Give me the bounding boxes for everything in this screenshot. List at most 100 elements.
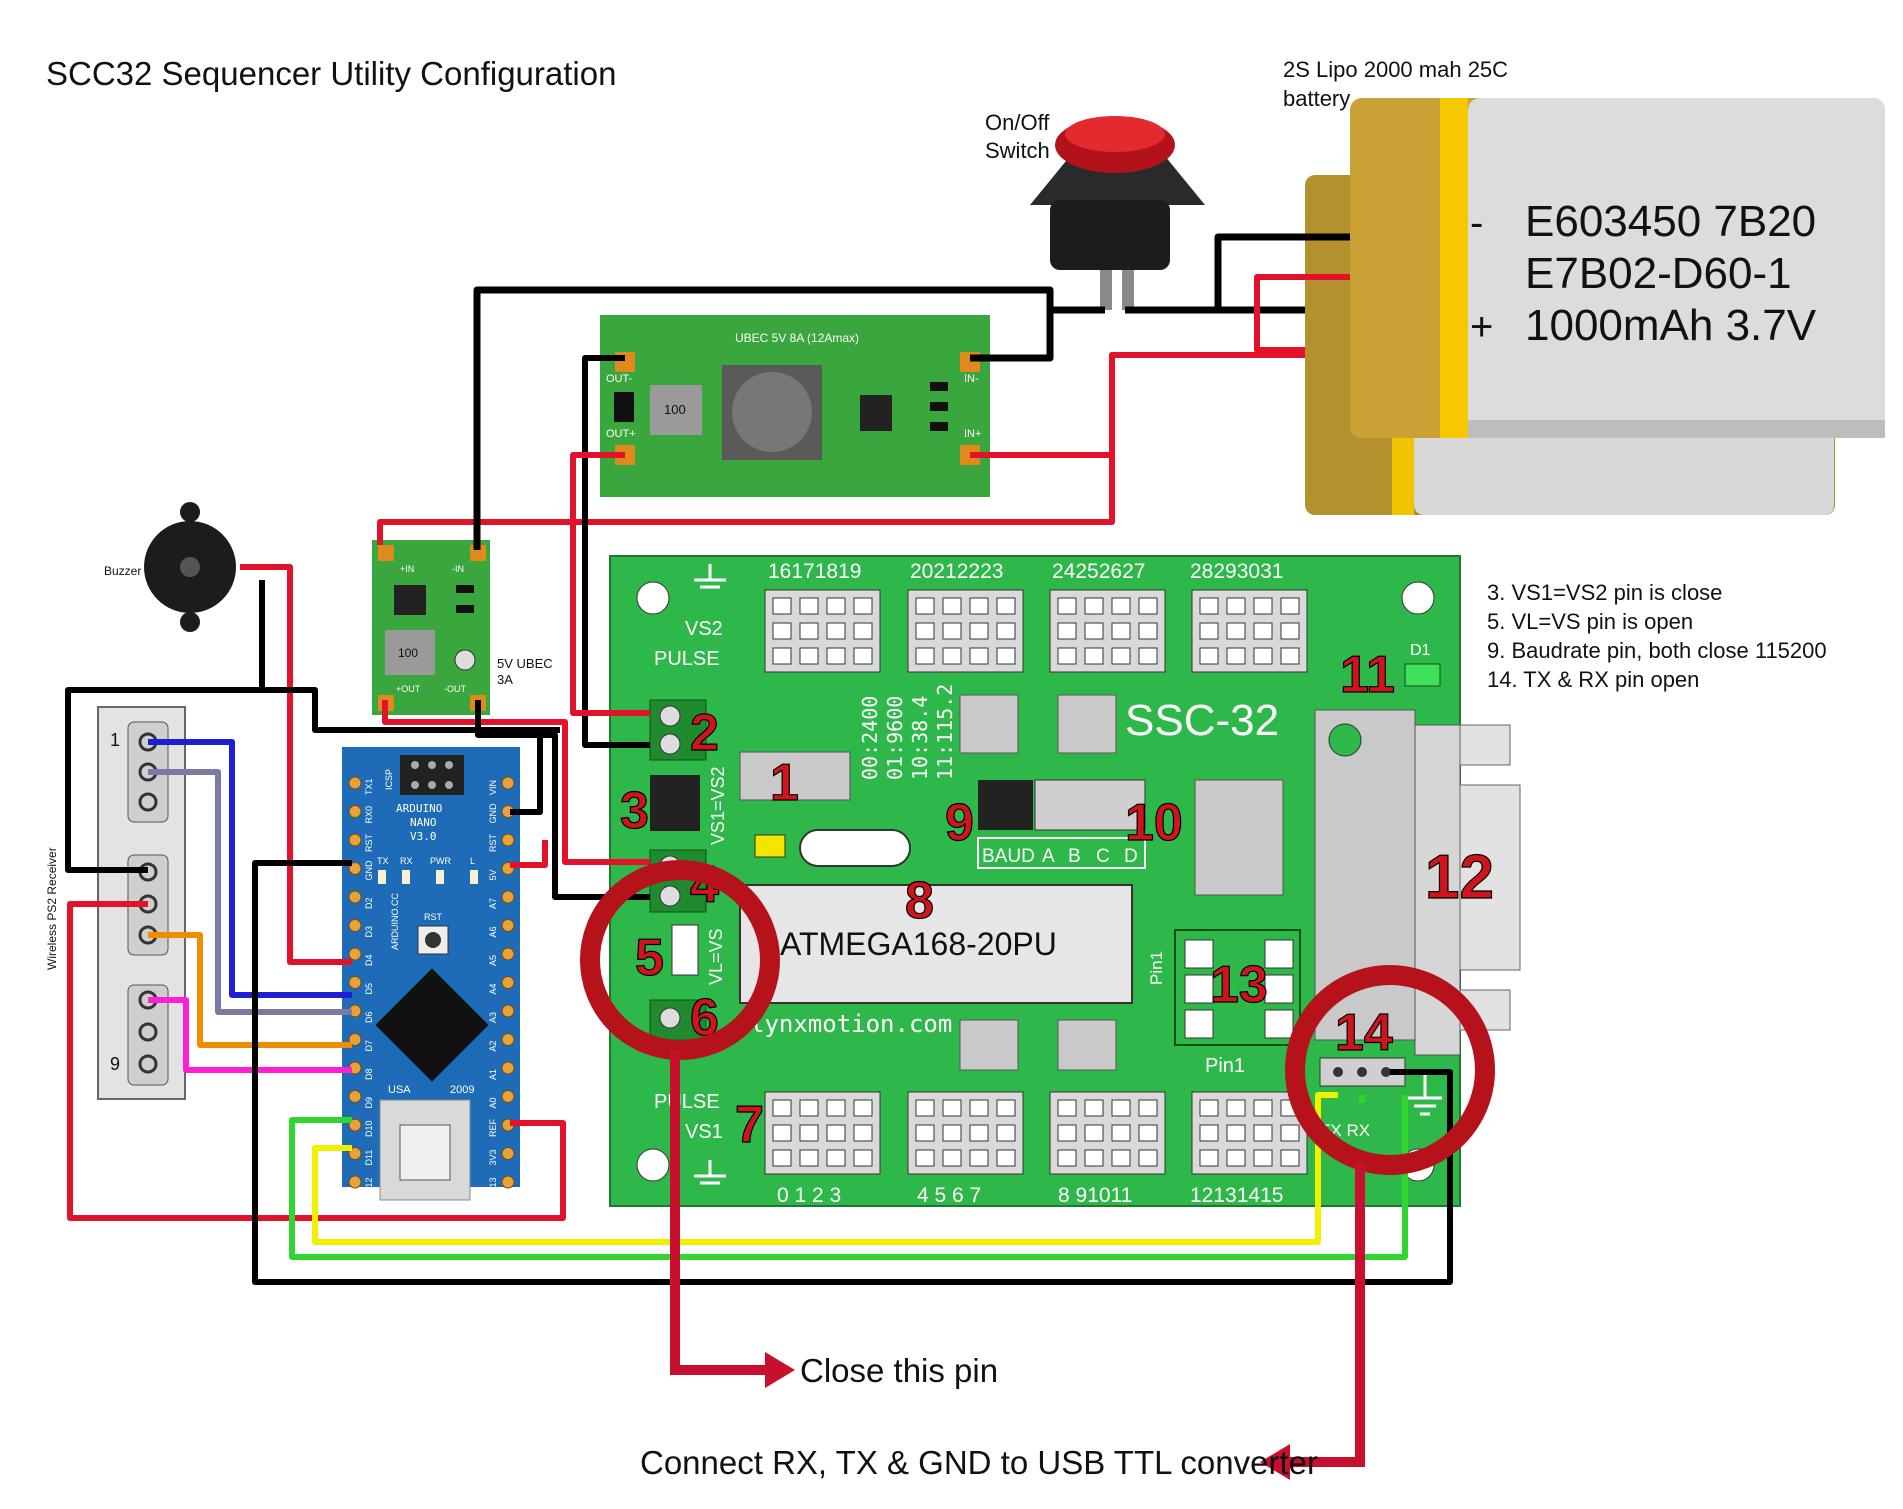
ubec-3a-caption-line1: 5V UBEC [497, 656, 553, 671]
ubec-3a-board: 100 +IN -IN +OUT -OUT [372, 540, 490, 715]
battery-band-front [1440, 98, 1468, 438]
buzzer [144, 502, 236, 632]
arduino-pin-left-label: D10 [364, 1120, 374, 1137]
servo-pin [1280, 622, 1300, 640]
servo-pin [1226, 1099, 1246, 1117]
buzzer-label: Buzzer [104, 564, 141, 578]
servo-pin [1057, 1149, 1077, 1167]
ssc32-website: lynxmotion.com [750, 1010, 952, 1038]
servo-pin [1057, 597, 1077, 615]
servo-pin [1111, 622, 1131, 640]
baud-label: BAUD [982, 846, 1035, 867]
servo-pin [915, 1149, 935, 1167]
switch-label-line2: Switch [985, 138, 1050, 163]
channels-28-31: 28293031 [1190, 560, 1283, 583]
ubec-8a-label-out-plus: OUT+ [606, 428, 636, 440]
ubec-8a-smd-2 [930, 402, 948, 411]
ground-symbol [1408, 1075, 1442, 1116]
ssc32-cap-2 [1057, 694, 1117, 754]
arduino-led-pwr: PWR [430, 856, 451, 866]
db9-screw-top [1459, 724, 1511, 766]
ssc32-pulse-label-bottom: PULSE [654, 1091, 720, 1113]
servo-pin [915, 622, 935, 640]
servo-headers [764, 589, 1308, 1175]
lipo-battery: - + E603450 7B20 E7B02-D60-1 1000mAh 3.7… [1305, 98, 1885, 515]
receiver-pin-last-label: 9 [110, 1054, 120, 1074]
servo-pin [1138, 1149, 1158, 1167]
abcd-a: A [1042, 846, 1055, 867]
servo-pin [826, 1149, 846, 1167]
servo-pin [826, 1124, 846, 1142]
ubec-8a-diode [614, 392, 634, 422]
servo-pin [799, 1099, 819, 1117]
servo-pin [826, 1099, 846, 1117]
ubec-8a-title: UBEC 5V 8A (12Amax) [735, 331, 859, 345]
arrow-usb-ttl-line [1285, 1163, 1365, 1467]
arduino-rst-label: RST [424, 912, 443, 922]
jumper-vl-vs [671, 924, 699, 976]
arduino-pin-left-label: RX0 [364, 806, 374, 824]
servo-pin [1226, 1149, 1246, 1167]
buzzer-tab-top [180, 502, 200, 522]
note-2: 5. VL=VS pin is open [1487, 609, 1693, 634]
servo-pin [942, 622, 962, 640]
servo-pin [1280, 597, 1300, 615]
servo-pin [1111, 1124, 1131, 1142]
baud-rate-2: 10:38.4 [908, 696, 932, 780]
servo-pin [826, 597, 846, 615]
servo-pin [915, 647, 935, 665]
abcd-b: B [1068, 846, 1081, 867]
callout-circle-txrx [1285, 965, 1495, 1175]
ubec-3a-label-out-plus: +OUT [396, 684, 421, 694]
marker-10: 10 [1125, 794, 1183, 852]
ubec-8a-label-in-minus: IN- [964, 373, 979, 385]
servo-pin [826, 647, 846, 665]
arduino-pin-left-5 [348, 919, 362, 932]
jumper-baud [978, 780, 1033, 830]
arduino-pin-right-label: A1 [488, 1069, 498, 1080]
receiver-pin-3 [138, 792, 158, 812]
marker-9: 9 [945, 794, 974, 852]
arduino-pin-right-label: REF [488, 1118, 498, 1137]
arduino-pin-left-label: D9 [364, 1097, 374, 1109]
callouts [580, 860, 1495, 1480]
wire-receiver-pin7 [148, 997, 352, 1073]
ssc32-regulator [739, 751, 851, 801]
servo-pin [1138, 1124, 1158, 1142]
wire-battery-neg [1125, 233, 1350, 314]
wire-ubec8a-out-plus [570, 452, 650, 716]
marker-13: 13 [1210, 956, 1268, 1014]
arduino-pin-right-label: A7 [488, 898, 498, 909]
servo-pin [1084, 647, 1104, 665]
servo-pin [1199, 647, 1219, 665]
servo-pin [942, 1149, 962, 1167]
servo-pin [969, 622, 989, 640]
baud-rate-1: 01:9600 [883, 696, 907, 780]
ssc32-vs1-label: VS1 [685, 1121, 723, 1143]
switch-button-highlight [1065, 116, 1165, 152]
servo-pin [942, 1124, 962, 1142]
arduino-pin-right-7 [501, 976, 515, 989]
switch-terminal-2 [1122, 270, 1134, 310]
battery-plus-sign: + [1470, 305, 1493, 349]
servo-pin [1111, 1099, 1131, 1117]
arduino-pin-left-label: D11 [364, 1150, 374, 1166]
servo-pin [969, 1124, 989, 1142]
arduino-pin-left-label: RST [364, 833, 374, 852]
arduino-pin-right-label: VIN [488, 780, 498, 795]
servo-pin [772, 622, 792, 640]
ssc32-led-d1 [1404, 663, 1441, 687]
arduino-pin-left-label: D5 [364, 983, 374, 995]
wire-buzzer-gnd [65, 580, 265, 873]
ground-symbol-top [694, 564, 726, 589]
servo-pin [969, 1149, 989, 1167]
ubec-8a-inductor-label: 100 [664, 402, 686, 417]
wire-arduino-gnd-right [510, 735, 543, 815]
servo-pin [1084, 597, 1104, 615]
arduino-pin-left-0 [348, 776, 362, 790]
marker-11: 11 [1340, 646, 1395, 704]
arduino-pin-left-4 [348, 890, 362, 904]
arduino-pin-right-9 [501, 1033, 515, 1046]
arduino-pin-left-label: D6 [364, 1011, 374, 1023]
